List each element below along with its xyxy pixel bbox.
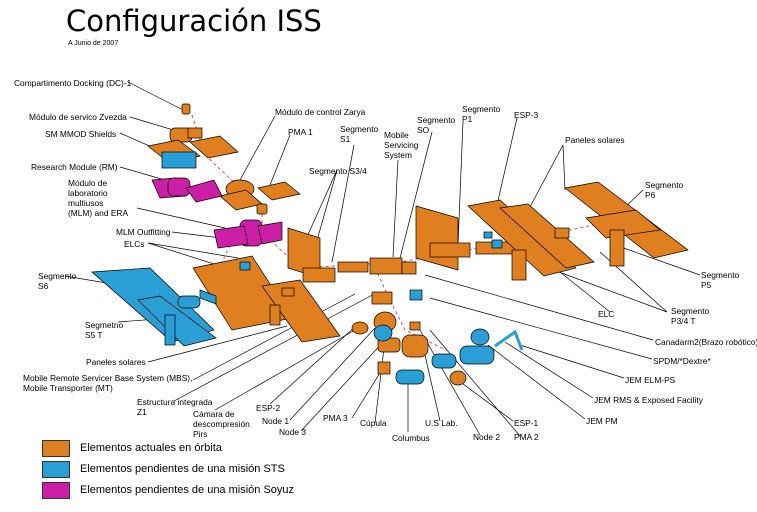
label-jem-pm: JEM PM [586,416,618,426]
label-pma3: PMA 3 [323,413,348,423]
label-zvezda: Módulo de servico Zvezda [29,112,127,122]
label-docking: Compartimento Docking (DC)-1 [14,78,132,88]
label-spdm: SPDM/*Dextre* [653,356,711,366]
label-s34: Segmento S3/4 [309,166,367,176]
label-columbus: Columbus [392,433,430,443]
label-node1: Node 1 [262,416,290,426]
label-cupula: Cúpula [360,418,387,428]
label-rm: Research Module (RM) [31,162,118,172]
label-pma1: PMA 1 [288,127,313,137]
label-node3: Node 3 [279,427,307,437]
label-esp3: ESP-3 [514,110,539,120]
label-paneles-left: Paneles solares [86,357,146,367]
label-zarya: Módulo de control Zarya [275,107,366,117]
label-mbs: Mobile Remote Servicer Base System (MBS)… [23,373,193,393]
label-elcs: ELCs [124,239,145,249]
label-elc-right: ELC [598,309,615,319]
page-subtitle: A Junio de 2007 [68,40,119,47]
legend-swatch-orbit [42,440,70,457]
legend-text-soyuz: Elementos pendientes de una misión Soyuz [80,484,295,496]
legend-swatch-soyuz [42,482,70,499]
label-esp2: ESP-2 [256,403,281,413]
label-node2: Node 2 [473,432,501,442]
legend-text-sts: Elementos pendientes de una misión STS [80,463,285,475]
label-esp1: ESP-1 [514,418,539,428]
legend-text-orbit: Elementos actuales en órbita [80,442,222,454]
label-canadarm: Canadarm2(Brazo robótico) [655,337,757,347]
label-mlm-outfitting: MLM Outfitting [116,227,171,237]
page-title: Configuración ISS [66,4,322,38]
label-jem-rms: JEM RMS & Exposed Facility [594,395,703,405]
label-pma2: PMA 2 [514,432,539,442]
label-paneles-right: Paneles solares [565,135,625,145]
legend-swatch-sts [42,461,70,478]
label-jem-elm: JEM ELM-PS [625,375,676,385]
label-uslab: U.S Lab. [425,418,458,428]
label-mmod: SM MMOD Shields [45,129,117,139]
